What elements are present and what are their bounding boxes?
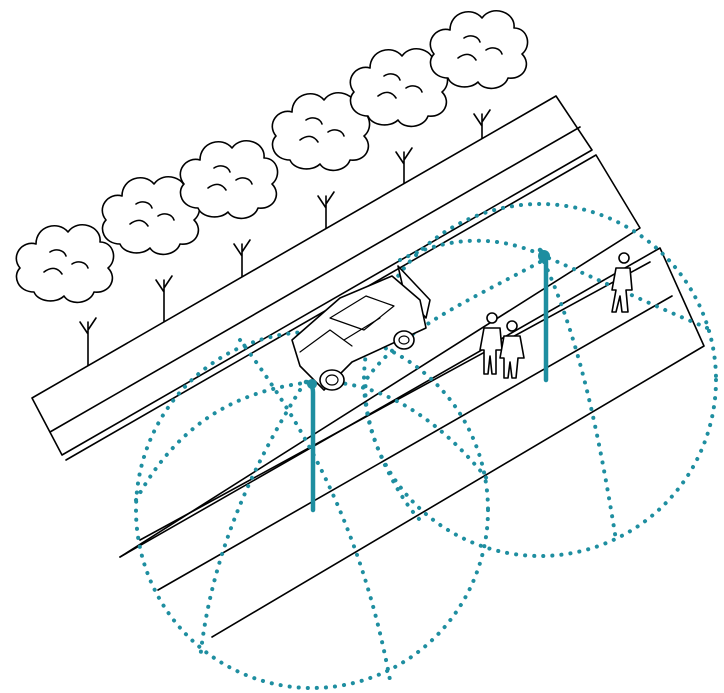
right-street-light	[538, 250, 550, 380]
pedestrian-couple	[480, 313, 524, 378]
pedestrian	[500, 321, 524, 378]
pedestrian	[480, 313, 502, 374]
right-light-beam-axis-2	[544, 262, 616, 540]
right-light-beam-axis	[400, 241, 712, 330]
tree	[16, 225, 113, 370]
left-light-beam-axis-3	[200, 390, 300, 660]
pedestrian-walking	[612, 253, 632, 312]
road-strips	[32, 96, 704, 637]
